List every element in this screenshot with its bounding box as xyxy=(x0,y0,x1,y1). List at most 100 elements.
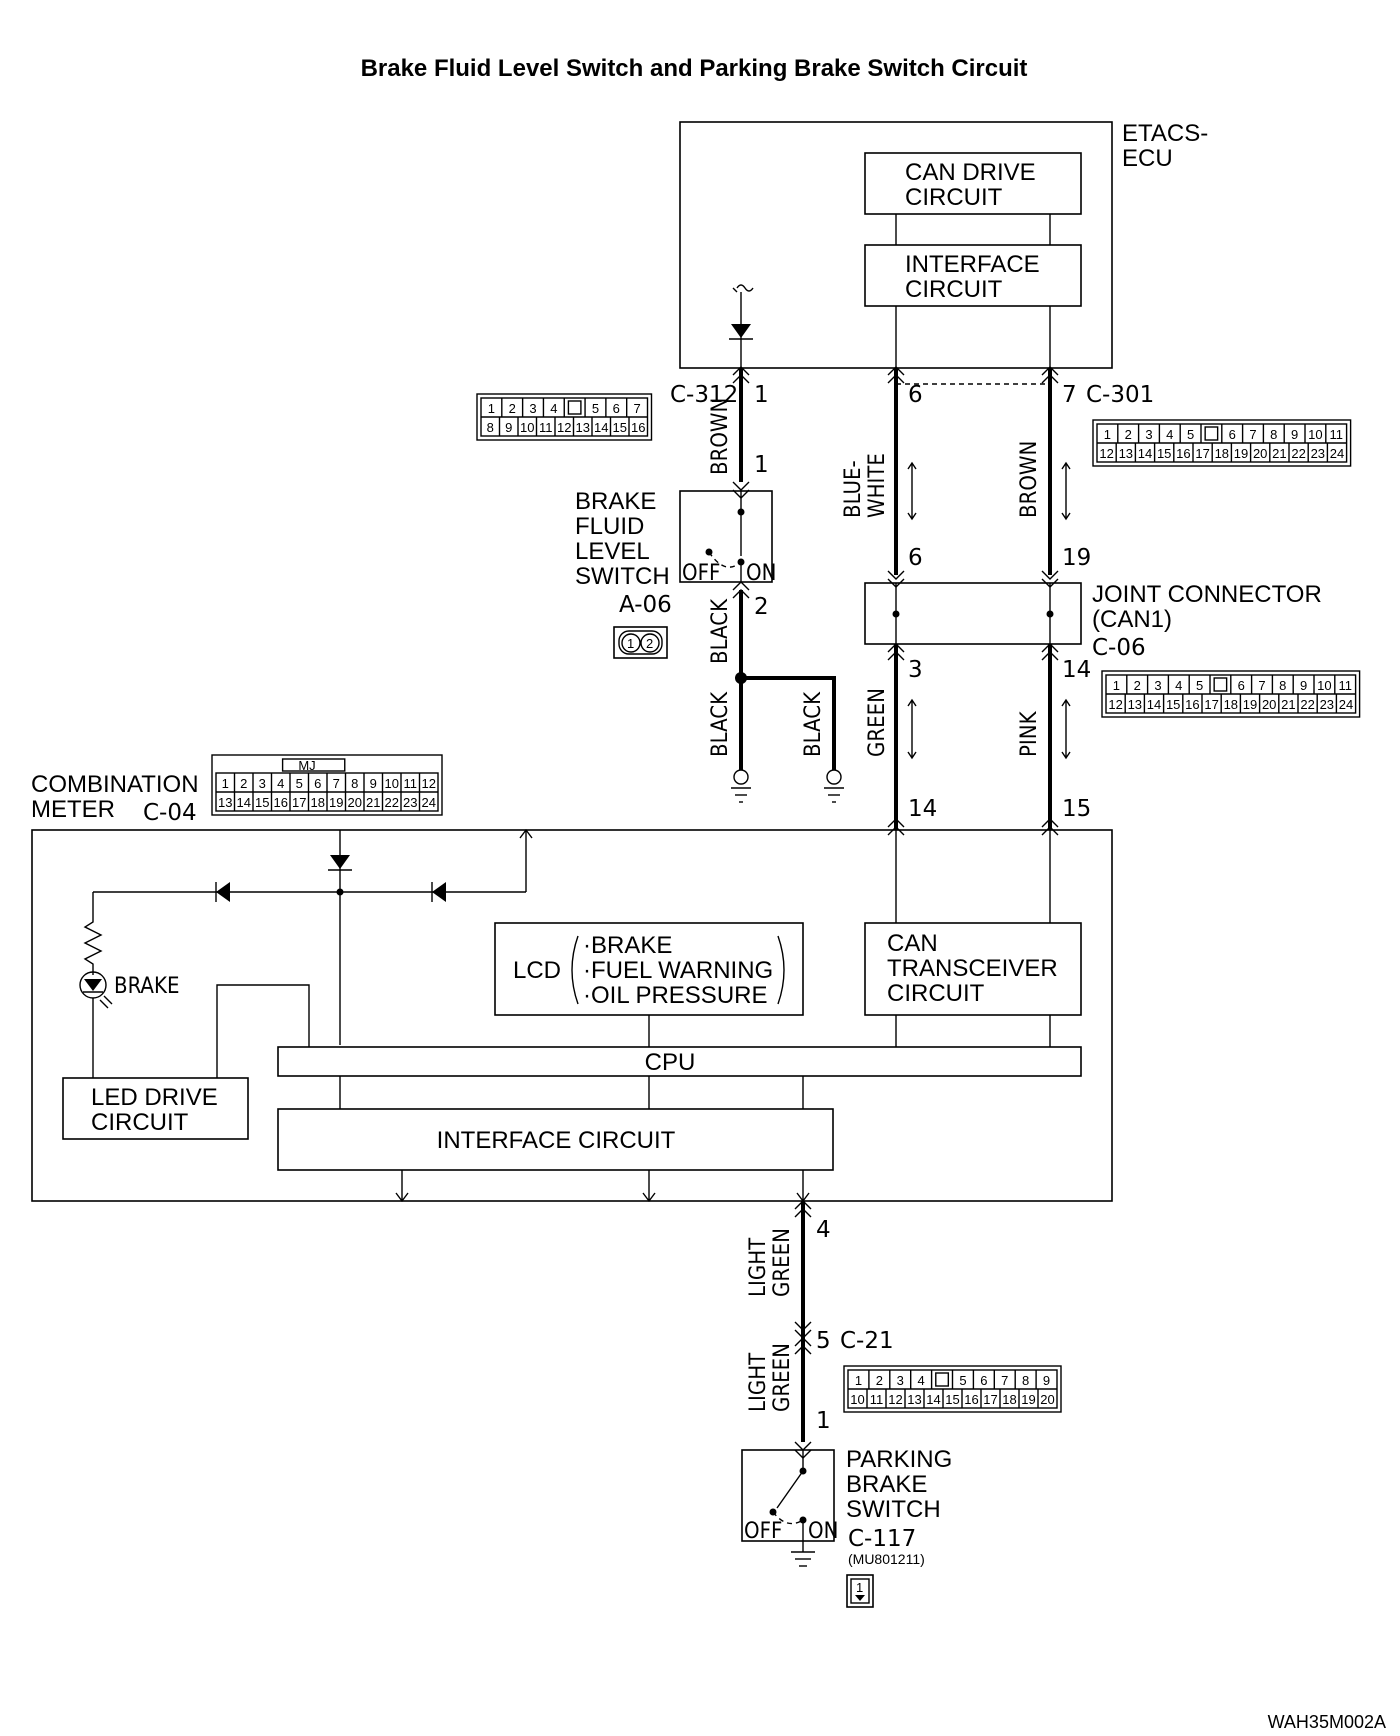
lcd-item-oil-pressure: ·OIL PRESSURE xyxy=(583,982,768,1009)
pin-cell: 11 xyxy=(404,776,418,791)
can-drive-circuit-box xyxy=(864,152,1082,215)
ground-icon xyxy=(791,1541,815,1567)
pin-cell: 1 xyxy=(1113,678,1120,693)
c21-id: C-21 xyxy=(840,1328,894,1354)
pin-cell: 16 xyxy=(1185,697,1199,712)
drawing-code: WAH35M002A xyxy=(1268,1712,1386,1732)
pin-blue-white-top: 6 xyxy=(908,382,923,408)
pin-lg-meter: 4 xyxy=(816,1217,831,1243)
lcd-item-brake: ·BRAKE xyxy=(583,932,672,959)
pin-cell: 23 xyxy=(403,795,417,810)
can-drive-label-1: CAN DRIVE xyxy=(905,159,1036,186)
can-transceiver-label-2: TRANSCEIVER xyxy=(887,955,1058,982)
pin-cell: 4 xyxy=(277,776,284,791)
etacs-interface-circuit-box xyxy=(864,244,1082,307)
cpu-label: CPU xyxy=(645,1049,696,1076)
pin-cell: 19 xyxy=(329,795,343,810)
pin-cell: 23 xyxy=(1320,697,1334,712)
led-drive-label-1: LED DRIVE xyxy=(91,1084,218,1111)
pin-lg-c21-bottom: 1 xyxy=(816,1408,831,1434)
brake-led-label: BRAKE xyxy=(114,974,179,999)
ground-icon xyxy=(824,769,844,803)
wire-label-pink: PINK xyxy=(1017,710,1042,757)
pin-cell: 13 xyxy=(907,1392,921,1407)
pin-cell: 7 xyxy=(1001,1373,1008,1388)
etacs-label-1: ETACS- xyxy=(1122,120,1208,147)
pin-cell: 5 xyxy=(592,401,599,416)
pin-lg-c21-top: 5 xyxy=(816,1328,831,1354)
pin-cell: 18 xyxy=(1002,1392,1016,1407)
pin-cell: 4 xyxy=(918,1373,925,1388)
meter-diode-left-icon xyxy=(216,882,230,902)
a06-id: A-06 xyxy=(619,592,672,618)
pin-cell: 7 xyxy=(333,776,340,791)
pin-cell: 3 xyxy=(1154,678,1161,693)
pin-pink-top: 14 xyxy=(1062,657,1091,683)
pin-cell: 23 xyxy=(1311,446,1325,461)
combination-meter-box xyxy=(31,829,1113,1202)
pin-cell: 16 xyxy=(964,1392,978,1407)
pin-pink-bottom: 15 xyxy=(1062,796,1091,822)
pin-cell: 12 xyxy=(1108,697,1122,712)
c117-id: C-117 xyxy=(848,1526,916,1552)
pin-cell: 13 xyxy=(576,420,590,435)
pin-brown-right-top: 7 xyxy=(1062,382,1077,408)
meter-diode-right-icon xyxy=(432,882,446,902)
pin-cell: 17 xyxy=(983,1392,997,1407)
pin-cell: 2 xyxy=(1134,678,1141,693)
etacs-interface-label-2: CIRCUIT xyxy=(905,276,1003,303)
wire-label-light-1: LIGHT xyxy=(746,1237,771,1297)
joint-connector-box xyxy=(864,582,1082,645)
c117-part-number: (MU801211) xyxy=(848,1551,925,1567)
pin-cell: 20 xyxy=(1040,1392,1054,1407)
pin-cell: 19 xyxy=(1021,1392,1035,1407)
pin-cell: 7 xyxy=(633,401,640,416)
pin-cell: 20 xyxy=(348,795,362,810)
pin-cell: 10 xyxy=(520,420,534,435)
pin-cell: 8 xyxy=(351,776,358,791)
can-transceiver-label-3: CIRCUIT xyxy=(887,980,985,1007)
pin-green-top: 3 xyxy=(908,657,923,683)
pin-cell: 5 xyxy=(959,1373,966,1388)
connector-a06 xyxy=(613,626,668,659)
pin-cell: 8 xyxy=(1022,1373,1029,1388)
wire-label-green: GREEN xyxy=(865,688,890,757)
pin-cell: 6 xyxy=(1238,678,1245,693)
pin-cell: 10 xyxy=(1308,427,1322,442)
joint-connector-can1: JOINT CONNECTOR (CAN1) C-06 xyxy=(864,581,1322,661)
pin-cell: 14 xyxy=(1138,446,1152,461)
pin-cell: 9 xyxy=(1043,1373,1050,1388)
pin-cell: 10 xyxy=(385,776,399,791)
a06-pin-2: 2 xyxy=(646,636,653,651)
pin-cell: 8 xyxy=(1279,678,1286,693)
combination-meter-label-2: METER xyxy=(31,796,115,823)
pin-cell: 15 xyxy=(255,795,269,810)
pin-switch-2: 2 xyxy=(754,594,769,620)
meter-diode-icon xyxy=(330,855,350,869)
pin-cell: 9 xyxy=(505,420,512,435)
etacs-ecu: ETACS- ECU CAN DRIVE CIRCUIT INTERFACE C… xyxy=(679,120,1208,369)
pin-cell: 21 xyxy=(1281,697,1295,712)
pin-cell: 16 xyxy=(1176,446,1190,461)
pin-cell: 5 xyxy=(296,776,303,791)
c117-pin-1: 1 xyxy=(856,1580,863,1595)
pin-cell: 22 xyxy=(1291,446,1305,461)
pin-cell: 13 xyxy=(1119,446,1133,461)
meter-interface-circuit-box xyxy=(277,1108,834,1171)
pin-cell: 1 xyxy=(1104,427,1111,442)
can-transceiver-box xyxy=(864,922,1082,1016)
pin-cell: 11 xyxy=(870,1392,884,1407)
combination-meter-label-1: COMBINATION xyxy=(31,771,199,798)
wire-label-brown-left: BROWN xyxy=(708,398,733,475)
pin-cell: 2 xyxy=(1125,427,1132,442)
wire-label-blue-white-2: WHITE xyxy=(865,453,890,518)
parking-label-3: SWITCH xyxy=(846,1496,941,1523)
pin-cell: 1 xyxy=(222,776,229,791)
pin-cell: 9 xyxy=(1300,678,1307,693)
pin-cell: 18 xyxy=(1215,446,1229,461)
pin-cell: 11 xyxy=(539,420,553,435)
brake-fluid-on-label: ON xyxy=(746,561,776,586)
